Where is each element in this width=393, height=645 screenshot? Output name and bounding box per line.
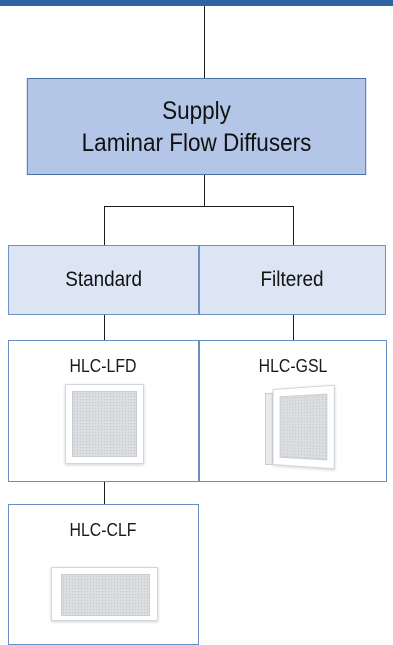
product-name-hlc-clf: HLC-CLF [70, 520, 137, 540]
product-card-hlc-clf[interactable]: HLC-CLF [8, 504, 199, 645]
category-filtered: Filtered [199, 245, 386, 315]
category-filtered-label: Filtered [260, 268, 325, 291]
product-card-hlc-lfd[interactable]: HLC-LFD [8, 340, 199, 482]
connector-branch-right [293, 206, 294, 245]
square-diffuser-icon [65, 384, 144, 464]
supply-box: Supply Laminar Flow Diffusers [26, 78, 367, 175]
connector-lfd-to-clf [104, 482, 105, 504]
category-standard: Standard [8, 245, 199, 315]
category-standard-label: Standard [65, 268, 142, 291]
rectangular-diffuser-icon [51, 567, 158, 621]
supply-title-line2: Laminar Flow Diffusers [81, 128, 312, 157]
product-card-hlc-gsl[interactable]: HLC-GSL [199, 340, 387, 482]
connector-supply-down [204, 175, 205, 206]
perspective-diffuser-icon [265, 384, 335, 470]
connector-filtered-down [293, 315, 294, 340]
connector-branch [104, 206, 294, 207]
connector-standard-down [104, 315, 105, 340]
connector-top-to-supply [204, 6, 205, 78]
top-bar [0, 0, 393, 6]
supply-title-line1: Supply [162, 96, 231, 125]
product-name-hlc-lfd: HLC-LFD [70, 356, 137, 376]
product-name-hlc-gsl: HLC-GSL [258, 356, 328, 376]
connector-branch-left [104, 206, 105, 245]
